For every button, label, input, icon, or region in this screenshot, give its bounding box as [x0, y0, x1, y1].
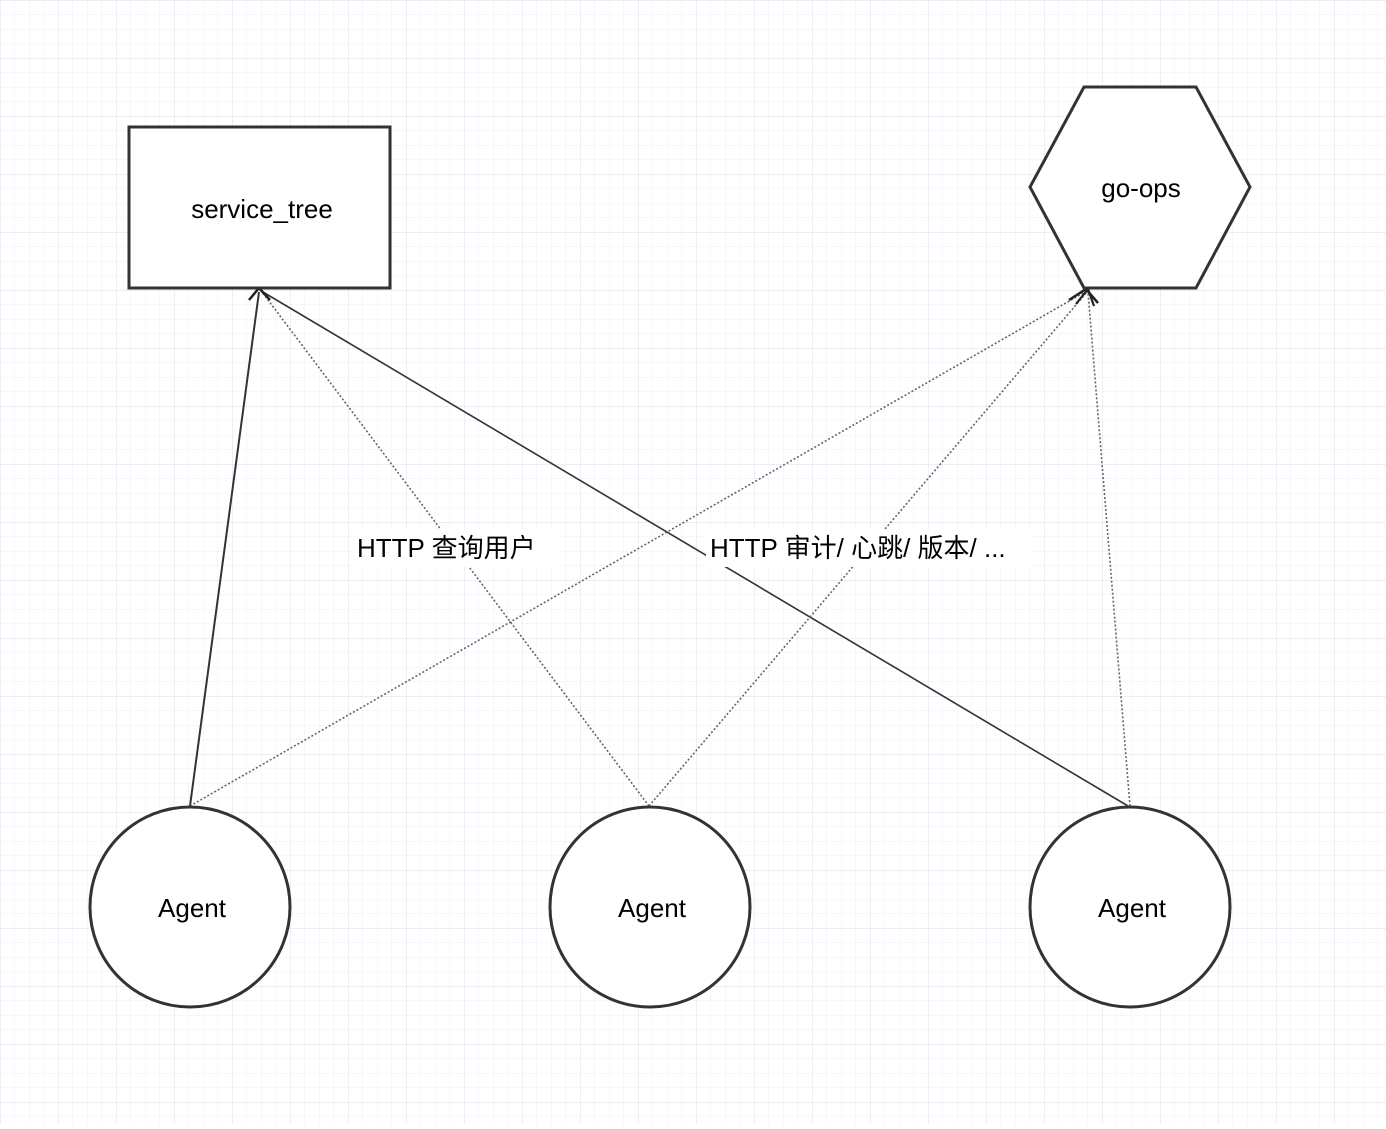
edge-label-background — [706, 529, 1032, 567]
edge-agent1-service-tree[interactable] — [189, 291, 260, 807]
rectangle-shape — [127, 125, 392, 290]
circle-shape — [548, 805, 752, 1009]
edge-agent3-service-tree[interactable] — [262, 291, 1129, 807]
edge-label-go-ops: HTTP 审计/ 心跳/ 版本/ ... — [706, 529, 1032, 567]
node-agent-1[interactable]: Agent — [88, 805, 292, 1009]
node-service-tree[interactable]: service_tree — [127, 125, 392, 290]
node-label: Agent — [618, 893, 687, 923]
node-label: go-ops — [1101, 173, 1181, 203]
node-go-ops[interactable]: go-ops — [1028, 85, 1252, 290]
edge-agent1-go-ops[interactable] — [189, 291, 1086, 807]
hexagon-shape — [1028, 85, 1252, 290]
circle-shape — [88, 805, 292, 1009]
node-agent-2[interactable]: Agent — [548, 805, 752, 1009]
edge-agent3-go-ops[interactable] — [1087, 291, 1131, 807]
node-agent-3[interactable]: Agent — [1028, 805, 1232, 1009]
edge-label-text: HTTP 审计/ 心跳/ 版本/ ... — [710, 533, 1006, 563]
node-label: Agent — [158, 893, 227, 923]
edge-label-text: HTTP 查询用户 — [357, 533, 536, 563]
circle-shape — [1028, 805, 1232, 1009]
edge-label-background — [352, 529, 559, 567]
node-label: service_tree — [191, 194, 333, 224]
node-label: Agent — [1098, 893, 1167, 923]
edge-label-service-tree: HTTP 查询用户 — [352, 529, 559, 567]
